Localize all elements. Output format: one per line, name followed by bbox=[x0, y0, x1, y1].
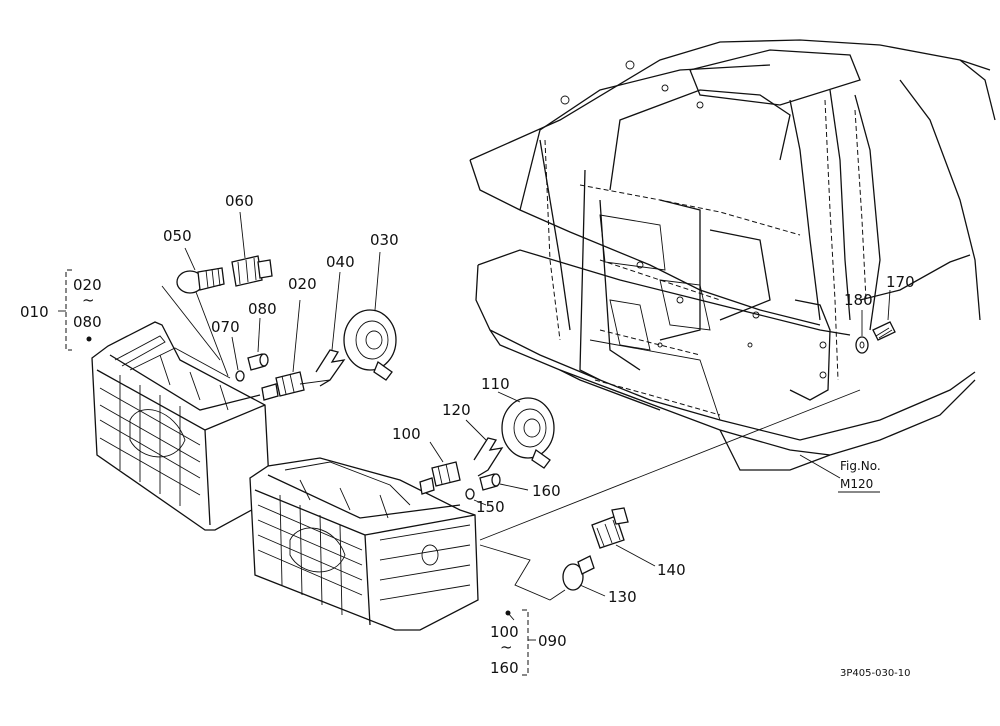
callout-170: 170 bbox=[886, 273, 915, 291]
part-070 bbox=[231, 336, 245, 382]
callout-100: 100 bbox=[392, 425, 421, 443]
callout-010: 010 bbox=[20, 303, 49, 321]
socket-060 bbox=[231, 211, 273, 287]
part-150 bbox=[465, 488, 487, 506]
callout-160: 160 bbox=[532, 482, 561, 500]
callout-090: 090 bbox=[538, 632, 567, 650]
callout-100-range-start: 100 bbox=[490, 623, 519, 641]
callout-080: 080 bbox=[248, 300, 277, 318]
callout-range-tilde-a: ~ bbox=[82, 291, 95, 309]
callout-020: 020 bbox=[288, 275, 317, 293]
callout-160-range-end: 160 bbox=[490, 659, 519, 677]
callout-050: 050 bbox=[163, 227, 192, 245]
bolt-170 bbox=[872, 289, 896, 341]
headlight-assembly-left bbox=[86, 321, 271, 531]
leader-050-assy bbox=[161, 285, 221, 361]
callout-labels: 010 020 ~ 080 050 060 070 080 020 040 03… bbox=[20, 192, 915, 677]
reflector-ring-030 bbox=[343, 251, 397, 381]
bulb-160 bbox=[479, 473, 529, 491]
leader-130-assy bbox=[479, 544, 566, 601]
fig-reference-number: M120 bbox=[840, 477, 873, 491]
group-dot-leader-090 bbox=[507, 612, 515, 621]
headlight-assembly-right bbox=[249, 457, 511, 631]
bulb-050 bbox=[176, 247, 225, 294]
fig-reference-label: Fig.No. bbox=[840, 459, 881, 473]
callout-140: 140 bbox=[657, 561, 686, 579]
callout-150: 150 bbox=[476, 498, 505, 516]
headlight-bulb-020 bbox=[261, 299, 331, 401]
socket-140 bbox=[591, 507, 656, 567]
callout-020-range-start: 020 bbox=[73, 276, 102, 294]
callout-180: 180 bbox=[844, 291, 873, 309]
leader-assy-body bbox=[479, 389, 861, 541]
callout-060: 060 bbox=[225, 192, 254, 210]
callout-130: 130 bbox=[608, 588, 637, 606]
bulb-130 bbox=[562, 555, 606, 597]
callout-110: 110 bbox=[481, 375, 510, 393]
bulb-080 bbox=[247, 317, 269, 371]
callout-range-tilde-b: ~ bbox=[500, 638, 513, 656]
tractor-hood-body bbox=[469, 39, 996, 471]
fig-reference-leader bbox=[799, 454, 841, 479]
callout-120: 120 bbox=[442, 401, 471, 419]
callout-070: 070 bbox=[211, 318, 240, 336]
group-bracket-090 bbox=[522, 609, 529, 676]
fig-reference: Fig.No. M120 bbox=[838, 459, 881, 493]
clip-spring-120 bbox=[465, 419, 504, 477]
callout-040: 040 bbox=[326, 253, 355, 271]
clip-spring-040 bbox=[315, 271, 346, 387]
headlight-bulb-100 bbox=[419, 441, 461, 495]
callout-080-range-end: 080 bbox=[73, 313, 102, 331]
drawing-code: 3P405-030-10 bbox=[840, 668, 911, 679]
group-bracket-010 bbox=[65, 269, 72, 351]
washer-180 bbox=[855, 310, 869, 354]
leader-060-assy bbox=[195, 291, 229, 377]
callout-030: 030 bbox=[370, 231, 399, 249]
reflector-ring-110 bbox=[497, 391, 555, 469]
